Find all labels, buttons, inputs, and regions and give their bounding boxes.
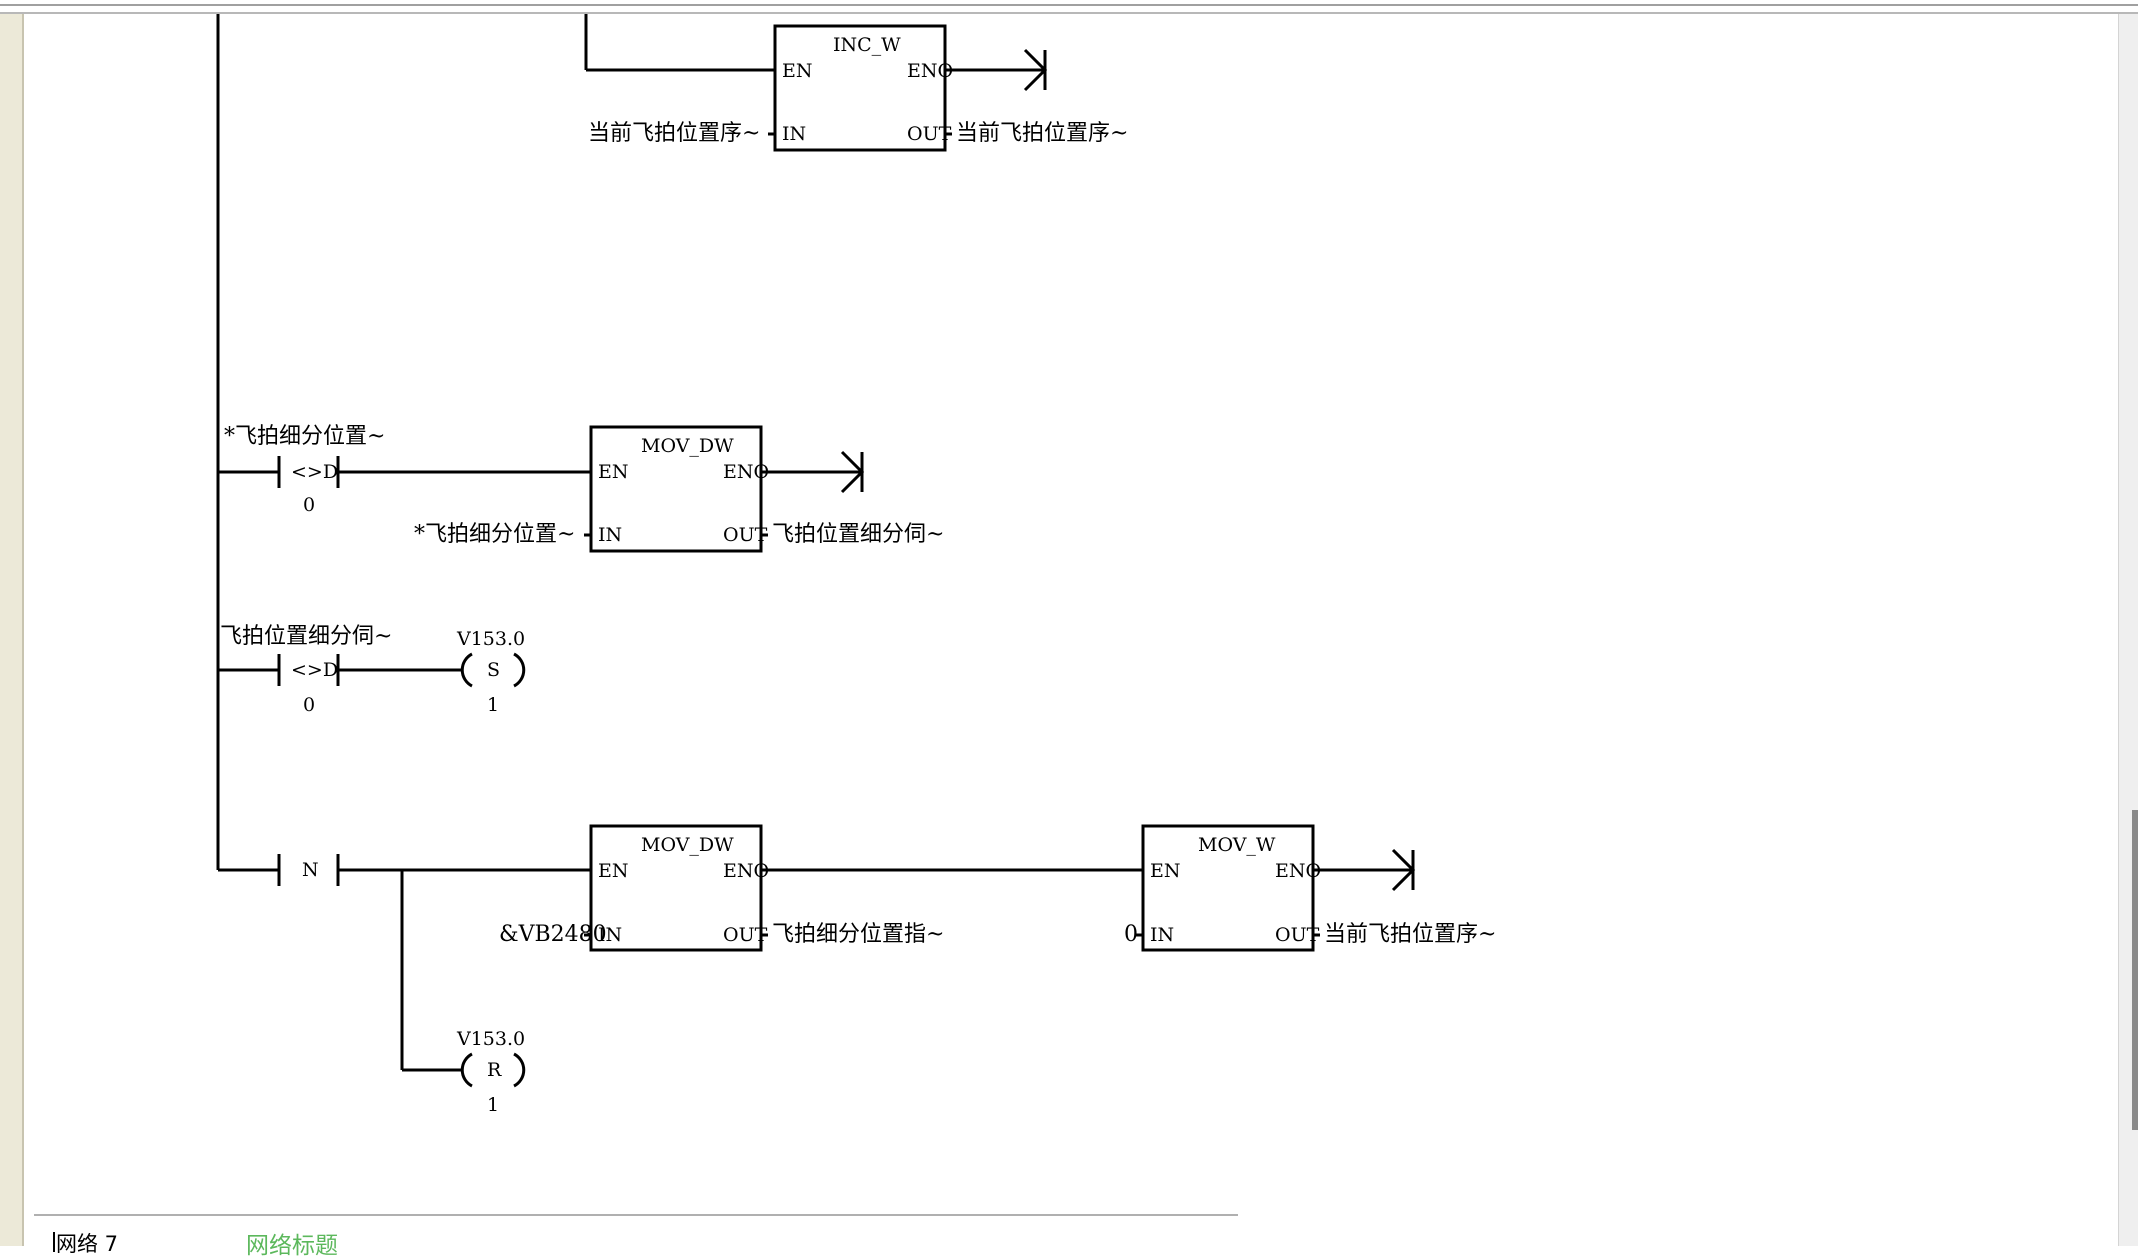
inc-w-title: INC_W bbox=[833, 34, 901, 56]
reset-coil-left bbox=[460, 1052, 473, 1088]
mov-w-in-operand[interactable]: 0 bbox=[1124, 922, 1138, 947]
rung3-compare-value[interactable]: 0 bbox=[303, 694, 316, 716]
inc-w-out-operand[interactable]: 当前飞拍位置序~ bbox=[956, 121, 1129, 146]
rung3-contact-operand[interactable]: 飞拍位置细分伺~ bbox=[220, 624, 393, 649]
scrollbar-thumb[interactable] bbox=[2132, 810, 2138, 1130]
mov-dw-1-title: MOV_DW bbox=[641, 435, 734, 457]
editor-left-gutter bbox=[0, 14, 24, 1246]
mov-dw-2-out-operand[interactable]: 飞拍细分位置指~ bbox=[772, 922, 945, 947]
rung2-compare-value[interactable]: 0 bbox=[303, 494, 316, 516]
mov-dw-2-title: MOV_DW bbox=[641, 834, 734, 856]
mov-dw-1-in-operand[interactable]: *飞拍细分位置~ bbox=[414, 522, 576, 547]
inc-w-in-operand[interactable]: 当前飞拍位置序~ bbox=[588, 121, 761, 146]
mov-dw-2-en-pin: EN bbox=[598, 860, 629, 882]
reset-coil-address[interactable]: V153.0 bbox=[457, 1028, 526, 1050]
network-title[interactable]: 网络标题 bbox=[246, 1233, 338, 1259]
mov-dw-1-in-pin: IN bbox=[598, 524, 623, 546]
mov-w-box bbox=[1141, 824, 1315, 952]
set-coil-right bbox=[513, 652, 526, 688]
reset-coil-type: R bbox=[487, 1059, 502, 1081]
mov-w-in-pin: IN bbox=[1150, 924, 1175, 946]
inc-w-out-pin: OUT bbox=[907, 123, 952, 145]
reset-coil-right bbox=[513, 1052, 526, 1088]
network-number[interactable]: 网络 7 bbox=[52, 1228, 118, 1258]
network-separator bbox=[34, 1214, 1238, 1216]
window-top-border bbox=[0, 0, 2138, 14]
mov-w-out-pin: OUT bbox=[1275, 924, 1320, 946]
rung2-compare-op: <>D bbox=[291, 461, 339, 483]
rung2-contact-operand[interactable]: *飞拍细分位置~ bbox=[224, 424, 386, 449]
mov-dw-2-eno-pin: ENO bbox=[723, 860, 770, 882]
mov-dw-2-out-pin: OUT bbox=[723, 924, 768, 946]
mov-dw-box-2 bbox=[589, 824, 763, 952]
mov-w-en-pin: EN bbox=[1150, 860, 1181, 882]
mov-dw-1-en-pin: EN bbox=[598, 461, 629, 483]
inc-w-in-pin: IN bbox=[782, 123, 807, 145]
mov-dw-1-out-operand[interactable]: 飞拍位置细分伺~ bbox=[772, 522, 945, 547]
inc-w-box bbox=[773, 24, 947, 152]
set-coil-address[interactable]: V153.0 bbox=[457, 628, 526, 650]
negative-edge-contact: N bbox=[302, 859, 319, 881]
mov-dw-box-1 bbox=[589, 425, 763, 553]
mov-dw-2-in-operand[interactable]: &VB2480 bbox=[499, 922, 607, 947]
inc-w-en-pin: EN bbox=[782, 60, 813, 82]
mov-w-eno-pin: ENO bbox=[1275, 860, 1322, 882]
mov-w-title: MOV_W bbox=[1198, 834, 1276, 856]
reset-coil-count[interactable]: 1 bbox=[487, 1094, 500, 1116]
set-coil-count[interactable]: 1 bbox=[487, 694, 500, 716]
set-coil-left bbox=[460, 652, 473, 688]
mov-dw-2-in-pin: IN bbox=[598, 924, 623, 946]
rung3-compare-op: <>D bbox=[291, 659, 339, 681]
mov-dw-1-eno-pin: ENO bbox=[723, 461, 770, 483]
mov-dw-1-out-pin: OUT bbox=[723, 524, 768, 546]
set-coil-type: S bbox=[487, 659, 501, 681]
mov-w-out-operand[interactable]: 当前飞拍位置序~ bbox=[1324, 922, 1497, 947]
inc-w-eno-pin: ENO bbox=[907, 60, 954, 82]
